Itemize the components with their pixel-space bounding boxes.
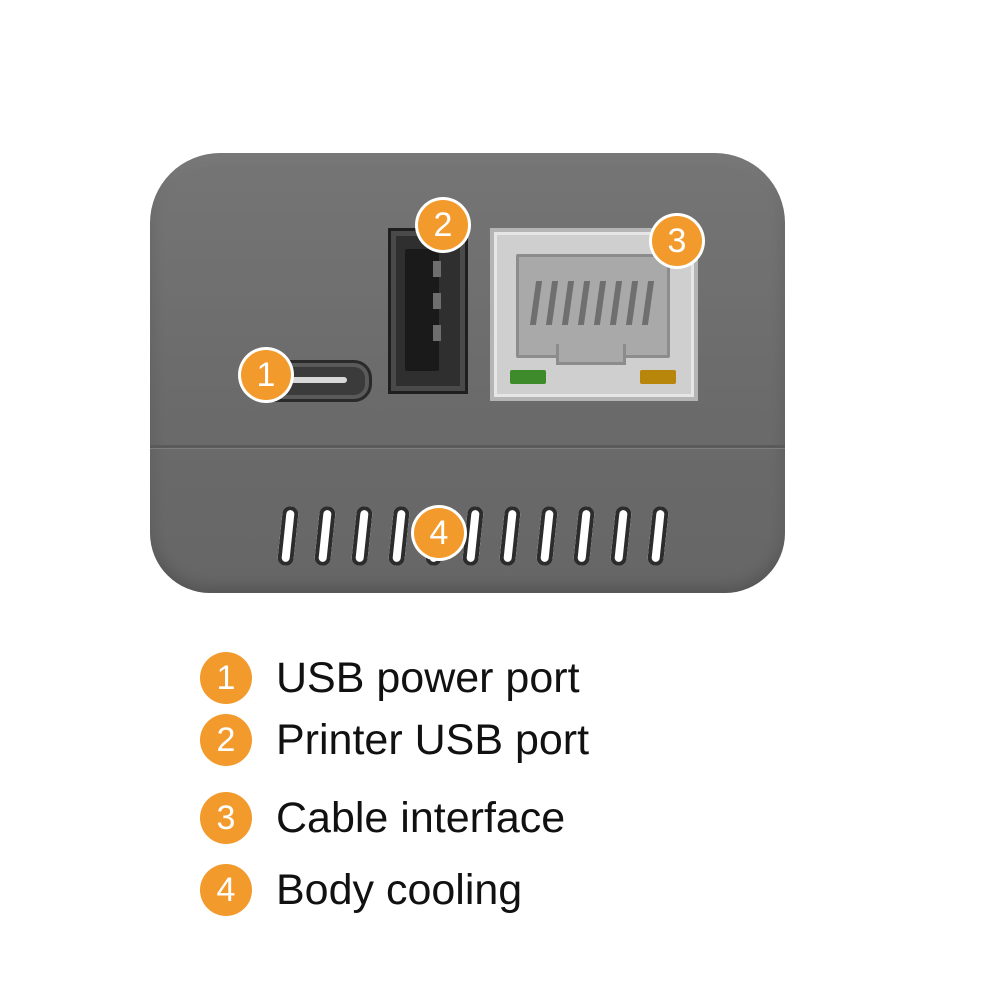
cooling-vent [313,505,337,567]
ethernet-notch [556,344,626,365]
body-seam [150,445,785,449]
usb-c-tongue [279,377,347,383]
usb-a-pin [433,293,441,309]
cooling-vent [535,505,559,567]
cooling-vent [461,505,485,567]
callout-badge-2: 2 [418,200,468,250]
callout-badge-3: 3 [652,216,702,266]
callout-badge-1: 1 [241,350,291,400]
legend-label: USB power port [276,653,580,702]
ethernet-pin [641,281,655,325]
legend-item: 3 Cable interface [200,790,565,846]
link-led-green [510,370,546,384]
cooling-vent [646,505,670,567]
legend-number: 4 [200,864,252,916]
ethernet-pin [561,281,575,325]
legend-label: Cable interface [276,793,566,842]
ethernet-pin [545,281,559,325]
ethernet-pin [529,281,543,325]
legend-item: 4 Body cooling [200,862,522,918]
legend-label: Printer USB port [276,715,590,764]
ethernet-pin [577,281,591,325]
legend-item: 1 USB power port [200,650,580,706]
cooling-vent [350,505,374,567]
ethernet-pin [625,281,639,325]
ethernet-pin [593,281,607,325]
activity-led-amber [640,370,676,384]
legend-number: 1 [200,652,252,704]
cooling-vent [387,505,411,567]
legend-number: 3 [200,792,252,844]
usb-a-pin [433,261,441,277]
legend-label: Body cooling [276,865,523,914]
cooling-vent [276,505,300,567]
legend-item: 2 Printer USB port [200,712,589,768]
ethernet-socket [516,254,670,358]
ethernet-pin [609,281,623,325]
cooling-vent [572,505,596,567]
cooling-vent [498,505,522,567]
usb-a-port [388,228,468,394]
cooling-vent [609,505,633,567]
legend-number: 2 [200,714,252,766]
usb-a-pin [433,325,441,341]
callout-badge-4: 4 [414,508,464,558]
